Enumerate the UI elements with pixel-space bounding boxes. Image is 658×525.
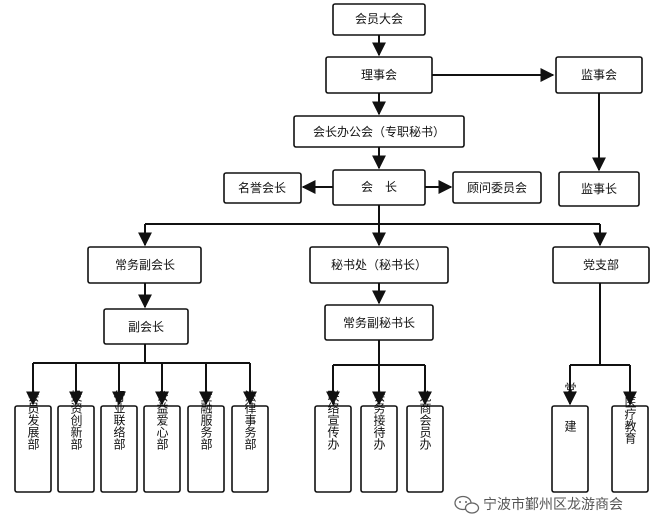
node-party-branch-label: 党支部 bbox=[583, 257, 619, 272]
node-legal-affairs: 法律事务部 bbox=[231, 390, 269, 493]
node-president: 会 长 bbox=[332, 169, 426, 206]
node-industry-liaison-label: 行业联络部 bbox=[112, 390, 126, 450]
node-longshang-members-label: 龙商会员办 bbox=[418, 390, 432, 451]
wechat-icon bbox=[454, 495, 480, 514]
node-executive-vp-label: 常务副会长 bbox=[115, 257, 175, 272]
node-industry-liaison: 行业联络部 bbox=[100, 390, 138, 493]
node-exec-deputy-secretary-label: 常务副秘书长 bbox=[343, 315, 415, 330]
node-investment-innovation: 投资创新部 bbox=[57, 389, 95, 493]
node-medical-education-label: 医疗教育 bbox=[623, 396, 637, 445]
node-president-office-label: 会长办公会（专职秘书） bbox=[313, 124, 445, 139]
node-investment-innovation-label: 投资创新部 bbox=[69, 389, 83, 450]
node-publicity: 联络宣传办 bbox=[314, 390, 352, 493]
node-chief-supervisor-label: 监事长 bbox=[581, 182, 617, 196]
node-exec-deputy-secretary: 常务副秘书长 bbox=[324, 304, 434, 341]
node-party-building-label: 党建 bbox=[563, 381, 577, 458]
node-secretariat-label: 秘书处（秘书长） bbox=[331, 258, 427, 272]
node-supervisory-board: 监事会 bbox=[555, 56, 643, 94]
node-reception: 会务接待办 bbox=[360, 390, 398, 493]
node-party-branch: 党支部 bbox=[552, 246, 650, 284]
watermark-text: 宁波市鄞州区龙游商会 bbox=[483, 496, 623, 513]
node-honorary-president-label: 名誉会长 bbox=[238, 180, 286, 195]
node-honorary-president: 名誉会长 bbox=[223, 172, 302, 204]
node-vice-president: 副会长 bbox=[103, 308, 189, 345]
node-general-assembly: 会员大会 bbox=[332, 3, 426, 36]
node-publicity-label: 联络宣传办 bbox=[326, 390, 340, 451]
node-finance-services-label: 金融服务部 bbox=[199, 389, 213, 450]
node-president-office: 会长办公会（专职秘书） bbox=[293, 115, 465, 148]
node-longshang-members: 龙商会员办 bbox=[406, 390, 444, 493]
node-executive-vp: 常务副会长 bbox=[87, 246, 202, 284]
node-vice-president-label: 副会长 bbox=[128, 320, 164, 334]
node-secretariat: 秘书处（秘书长） bbox=[309, 246, 449, 284]
node-legal-affairs-label: 法律事务部 bbox=[243, 390, 257, 450]
connectors bbox=[26, 35, 637, 406]
node-council: 理事会 bbox=[325, 56, 433, 94]
watermark: 宁波市鄞州区龙游商会 bbox=[454, 495, 623, 514]
node-member-development-label: 会员发展部 bbox=[26, 390, 40, 450]
node-charity: 公益爱心部 bbox=[143, 390, 181, 493]
node-general-assembly-label: 会员大会 bbox=[355, 12, 403, 26]
node-advisory-committee: 顾问委员会 bbox=[452, 171, 542, 204]
node-council-label: 理事会 bbox=[361, 68, 397, 82]
node-finance-services: 金融服务部 bbox=[187, 389, 225, 493]
node-supervisory-board-label: 监事会 bbox=[581, 68, 617, 82]
node-chief-supervisor: 监事长 bbox=[558, 171, 640, 207]
node-reception-label: 会务接待办 bbox=[372, 390, 386, 451]
node-member-development: 会员发展部 bbox=[14, 390, 52, 493]
node-president-label: 会 长 bbox=[361, 180, 397, 194]
node-charity-label: 公益爱心部 bbox=[155, 390, 169, 450]
node-medical-education: 医疗教育 bbox=[611, 396, 649, 493]
node-party-building: 党建 bbox=[551, 381, 589, 493]
node-advisory-committee-label: 顾问委员会 bbox=[467, 181, 527, 195]
